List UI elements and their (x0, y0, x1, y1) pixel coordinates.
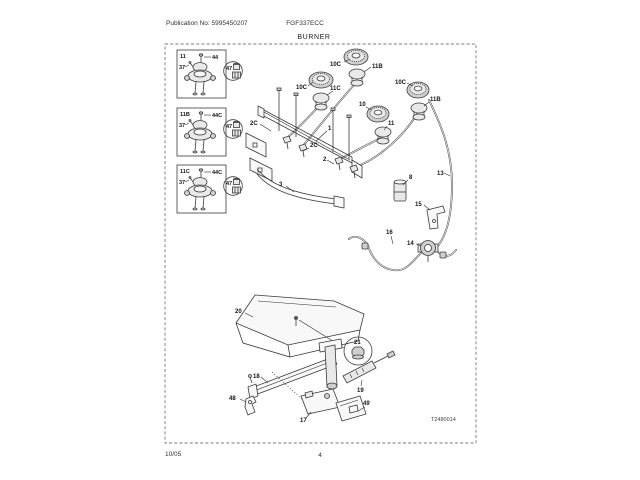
screw-callout: 44C (212, 170, 222, 176)
burner-top (343, 48, 369, 87)
callout-pipe-16: 16 (386, 230, 393, 236)
callout-valve-2c-left: 2C (250, 121, 258, 127)
callout-valve-2: 2 (323, 157, 327, 163)
callout-orifice-holder-17: 17 (300, 418, 307, 424)
electrode-callout: 37 (179, 123, 185, 129)
callout-igniter-19: 19 (357, 388, 364, 394)
callout-bracket-48: 48 (229, 396, 236, 402)
callout-nut-21: 21 (354, 340, 361, 346)
oven-bottom-panel-20 (235, 294, 365, 358)
orifice-detail-circle (223, 61, 243, 81)
oven-burner-18 (247, 356, 338, 400)
manifold-assembly (245, 87, 363, 209)
callout-bracket-15: 15 (415, 202, 422, 208)
callout-head-left: 11C (330, 86, 341, 92)
orifice-callout: 47 (226, 181, 232, 187)
callout-cover-49: 49 (363, 401, 370, 407)
callout-valve-2c-mid: 2C (310, 143, 318, 149)
footer-date: 10/05 (165, 451, 182, 458)
electrode-callout: 37 (179, 180, 185, 186)
electrode-callout: 37 (179, 65, 185, 71)
pipe-fitting (361, 242, 369, 250)
screw-icon (198, 53, 204, 57)
orifice-icon (232, 120, 241, 137)
burner-left (308, 71, 334, 111)
inset-box-11b: 11B 44C 37 47 (176, 107, 243, 157)
screw-callout: 44C (212, 113, 222, 119)
pressure-regulator-14 (417, 240, 439, 262)
orifice-icon (232, 62, 241, 79)
diagram-border (164, 43, 477, 444)
callout-cap-left: 10C (296, 85, 308, 91)
inset-box-11: 11 44 37 47 (176, 49, 243, 99)
bracket-part-15 (426, 205, 446, 230)
burner-center (366, 105, 392, 145)
callout-head-center: 11 (388, 121, 395, 127)
inset-id-label: 11 (180, 54, 186, 60)
mounting-plate (245, 132, 267, 158)
callout-head-right: 11B (430, 97, 441, 103)
callout-labels: 10C 11B 10C 11C 10C 11B 10 11 1 2C 2C 2 … (229, 58, 451, 424)
orifice-detail-circle (223, 119, 243, 139)
nut-detail-circle-21 (343, 336, 373, 366)
callout-cap-center: 10 (359, 102, 366, 108)
model-number: FGF337ECC (286, 20, 324, 27)
surface-burner-icon (184, 62, 216, 96)
mounting-plate (249, 157, 273, 182)
burner-right (406, 81, 430, 121)
publication-number: Publication No: 5995450207 (166, 20, 248, 27)
orifice-callout: 47 (226, 66, 232, 72)
callout-panel-20: 20 (235, 309, 242, 315)
orifice-icon (232, 177, 241, 194)
orifice-callout: 47 (226, 124, 232, 130)
burner-valves (282, 135, 359, 179)
diagram-id-code: T2480014 (431, 417, 456, 423)
burner-venturi (318, 338, 343, 390)
callout-head-top: 11B (372, 64, 383, 70)
manifold-bolts (276, 87, 352, 159)
footer-page-number: 4 (318, 452, 322, 459)
inset-id-label: 11B (180, 112, 190, 118)
callout-manifold: 1 (328, 126, 332, 132)
callout-oven-burner-18: 18 (253, 374, 260, 380)
screw-icon (198, 111, 204, 115)
dotted-guide (271, 371, 303, 400)
section-title: BURNER (297, 34, 331, 41)
inset-id-label: 11C (180, 169, 190, 175)
screw-icon (198, 168, 204, 172)
orifice-detail-circle (223, 176, 243, 196)
bracket-48 (244, 395, 257, 416)
screw-callout: 44 (212, 55, 219, 61)
surface-burner-icon (184, 177, 216, 211)
bracket-part-8 (393, 179, 407, 202)
callout-cap-right: 10C (395, 80, 407, 86)
callout-part-8: 8 (409, 175, 413, 181)
front-rail (256, 168, 337, 200)
callout-bracket-3: 3 (279, 182, 283, 188)
pipe-fitting (439, 251, 447, 259)
igniter-19 (342, 350, 396, 384)
callout-pipe-13: 13 (437, 171, 444, 177)
panel-bolt (294, 316, 298, 326)
callout-cap-top: 10C (330, 62, 342, 68)
orifice-holder-17 (300, 388, 341, 415)
surface-burner-icon (184, 120, 216, 154)
callout-regulator-14: 14 (407, 241, 414, 247)
cover-49 (335, 395, 367, 422)
inset-box-11c: 11C 44C 37 47 (176, 164, 243, 214)
